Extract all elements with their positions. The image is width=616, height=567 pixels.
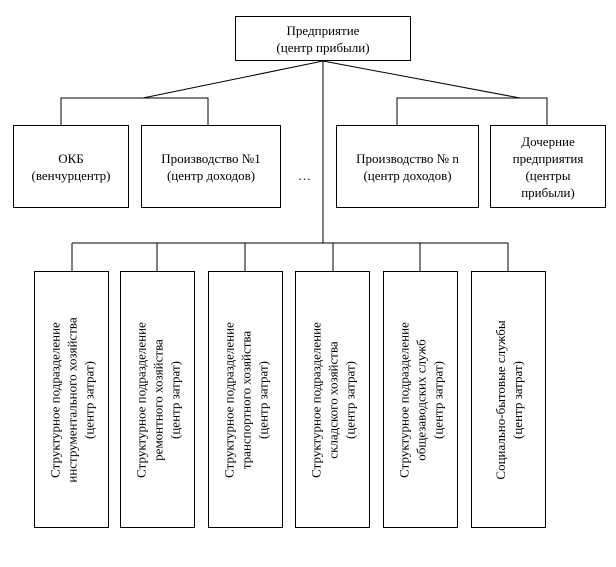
node-production-n-subtitle: (центр доходов)	[363, 167, 452, 183]
node-subsidiaries-line-2: предприятия	[512, 150, 584, 166]
node-tool-facilities: Структурное подразделение инструментальн…	[34, 271, 109, 528]
node-okb: ОКБ (венчурцентр)	[13, 125, 129, 208]
node-social-services-line-1: Социально-бытовые службы	[492, 319, 508, 480]
node-tool-facilities-line-1: Структурное подразделение	[47, 321, 62, 478]
node-production-n: Производство № n (центр доходов)	[336, 125, 479, 208]
connector-right-branch	[396, 97, 548, 125]
node-warehouse-facilities-line-3: (центр затрат)	[342, 360, 357, 439]
connector-root-left	[142, 60, 324, 99]
node-okb-subtitle: (венчурцентр)	[31, 167, 111, 183]
node-repair-facilities-line-1: Структурное подразделение	[133, 321, 148, 478]
node-warehouse-facilities-line-1: Структурное подразделение	[308, 321, 323, 478]
node-production-n-title: Производство № n	[356, 150, 459, 166]
node-warehouse-facilities: Структурное подразделение складского хоз…	[295, 271, 370, 528]
node-plant-services-line-2: общезаводских служб	[413, 338, 428, 461]
ellipsis: …	[298, 168, 311, 183]
node-transport-facilities: Структурное подразделение транспортного …	[208, 271, 283, 528]
root-node-subtitle: (центр прибыли)	[276, 39, 370, 55]
node-subsidiaries-line-4: прибыли)	[521, 184, 575, 200]
node-plant-services: Структурное подразделение общезаводских …	[383, 271, 458, 528]
connector-root-right	[322, 60, 521, 99]
node-tool-facilities-line-3: (центр затрат)	[81, 360, 96, 439]
root-node-enterprise: Предприятие (центр прибыли)	[235, 16, 411, 61]
node-plant-services-line-1: Структурное подразделение	[396, 321, 411, 478]
root-node-title: Предприятие	[286, 22, 360, 38]
node-production-1: Производство №1 (центр доходов)	[141, 125, 281, 208]
node-repair-facilities: Структурное подразделение ремонтного хоз…	[120, 271, 195, 528]
node-plant-services-line-3: (центр затрат)	[430, 360, 445, 439]
node-okb-title: ОКБ	[58, 150, 84, 166]
node-transport-facilities-line-3: (центр затрат)	[255, 360, 270, 439]
node-transport-facilities-line-1: Структурное подразделение	[221, 321, 236, 478]
node-subsidiaries-line-1: Дочерние	[521, 133, 575, 149]
node-repair-facilities-line-3: (центр затрат)	[167, 360, 182, 439]
node-tool-facilities-line-2: инструментального хозяйства	[64, 316, 79, 483]
node-subsidiaries: Дочерние предприятия (центры прибыли)	[490, 125, 606, 208]
node-warehouse-facilities-line-2: складского хозяйства	[325, 340, 340, 459]
node-production-1-subtitle: (центр доходов)	[166, 167, 256, 183]
node-production-1-title: Производство №1	[161, 150, 261, 166]
node-social-services-line-2: (центр затрат)	[509, 360, 525, 439]
connector-left-branch	[60, 97, 209, 125]
node-subsidiaries-line-3: (центры	[525, 167, 571, 183]
node-repair-facilities-line-2: ремонтного хозяйства	[150, 338, 165, 461]
node-social-services: Социально-бытовые службы (центр затрат)	[471, 271, 546, 528]
node-transport-facilities-line-2: транспортного хозяйства	[238, 330, 253, 469]
